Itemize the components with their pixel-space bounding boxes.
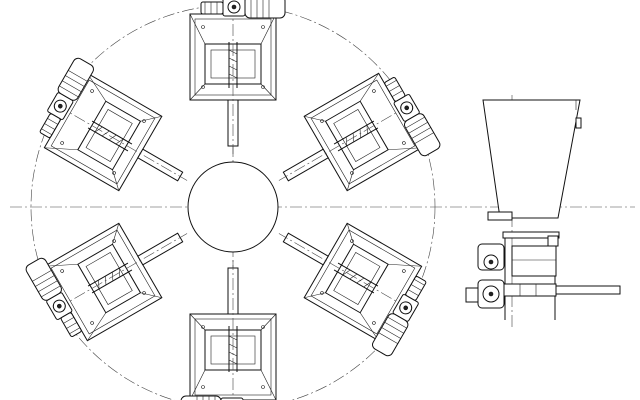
feeder-bottom: [180, 259, 277, 400]
side-upper-motor: [477, 243, 505, 271]
side-discharge-tube: [503, 283, 557, 297]
feeder-bottom-left: [23, 187, 210, 351]
feeder-bottom-right: [252, 195, 438, 359]
side-inlet-pipe: [487, 211, 513, 221]
feeder-top-left: [28, 55, 214, 219]
side-feeder-body: [511, 245, 557, 277]
side-view: [465, 95, 621, 330]
feeder-top: [189, 0, 286, 155]
central-hub: [187, 161, 279, 253]
side-hopper: [482, 99, 581, 219]
feeder-top-right: [256, 63, 443, 227]
side-hopper-clamp: [575, 117, 582, 129]
side-frame: [502, 231, 560, 239]
